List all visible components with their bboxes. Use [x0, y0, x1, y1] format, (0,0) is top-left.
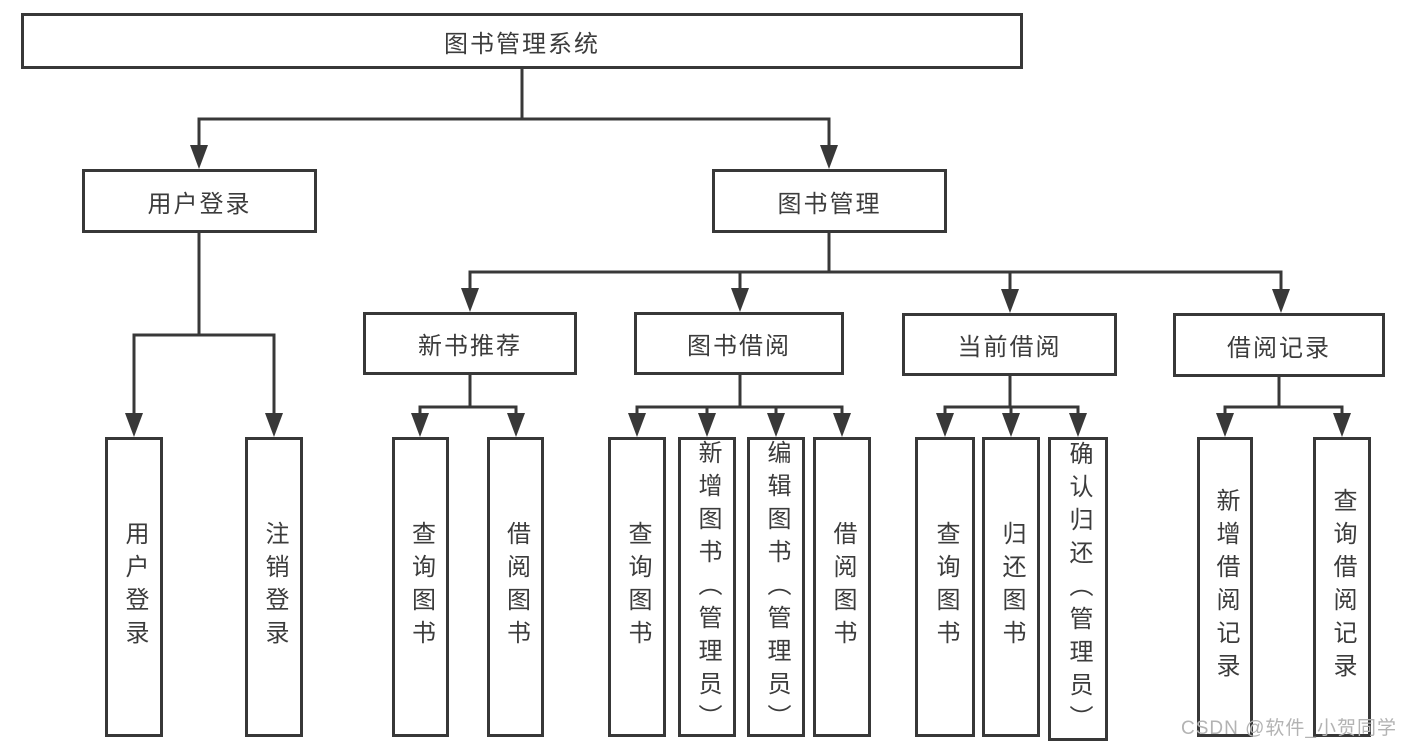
node-current-borrow: 当前借阅 [902, 313, 1117, 376]
leaf-borrow-query-books: 查询图书 [608, 437, 666, 737]
csdn-watermark: CSDN @软件_小贺同学 [1181, 718, 1397, 739]
node-user-login-group: 用户登录 [82, 169, 317, 233]
leaf-recommend-query-books: 查询图书 [392, 437, 449, 737]
node-book-management: 图书管理 [712, 169, 947, 233]
leaf-borrow-edit-books-admin: 编辑图书（管理员） [747, 437, 805, 737]
node-borrow-records: 借阅记录 [1173, 313, 1385, 377]
leaf-recommend-borrow-books: 借阅图书 [487, 437, 544, 737]
leaf-user-login: 用户登录 [105, 437, 163, 737]
leaf-record-query-borrow-record: 查询借阅记录 [1313, 437, 1371, 737]
node-book-borrow: 图书借阅 [634, 312, 844, 375]
leaf-current-return-books: 归还图书 [982, 437, 1040, 737]
leaf-borrow-add-books-admin: 新增图书（管理员） [678, 437, 736, 737]
leaf-current-query-books: 查询图书 [915, 437, 975, 737]
leaf-record-add-borrow-record: 新增借阅记录 [1197, 437, 1253, 737]
node-system-root: 图书管理系统 [21, 13, 1023, 69]
leaf-borrow-borrow-books: 借阅图书 [813, 437, 871, 737]
leaf-current-confirm-return-admin: 确认归还（管理员） [1048, 437, 1108, 741]
arrowheads [125, 145, 1351, 437]
node-new-book-recommend: 新书推荐 [363, 312, 577, 375]
leaf-logout: 注销登录 [245, 437, 303, 737]
